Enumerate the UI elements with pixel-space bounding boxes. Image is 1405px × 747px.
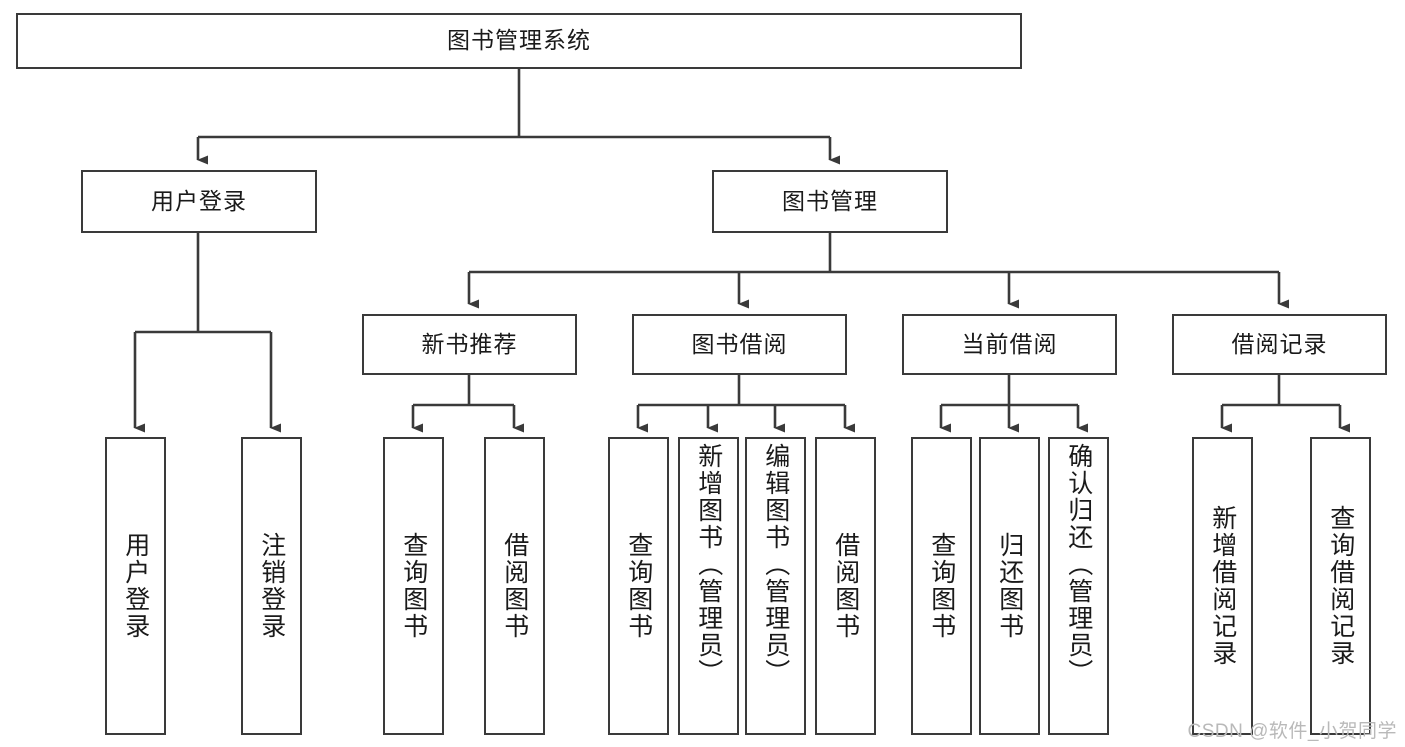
leaf-confirm-return-admin[interactable]: 确认归还（管理员） <box>1048 437 1109 735</box>
leaf-logout-label: 注销登录 <box>257 532 286 640</box>
leaf-edit-book-admin-label: 编辑图书（管理员） <box>761 443 790 686</box>
leaf-query-book-borrow-label: 查询图书 <box>624 532 653 640</box>
csdn-watermark: CSDN @软件_小贺同学 <box>1187 721 1397 742</box>
leaf-query-borrow-record[interactable]: 查询借阅记录 <box>1310 437 1371 735</box>
leaf-query-book-borrow[interactable]: 查询图书 <box>608 437 669 735</box>
node-borrow-record-label: 借阅记录 <box>1231 330 1328 357</box>
leaf-user-login[interactable]: 用户登录 <box>105 437 166 735</box>
leaf-add-book-admin[interactable]: 新增图书（管理员） <box>678 437 739 735</box>
leaf-query-book-current-label: 查询图书 <box>927 532 956 640</box>
node-user-login[interactable]: 用户登录 <box>81 170 317 233</box>
leaf-add-borrow-record-label: 新增借阅记录 <box>1208 505 1237 667</box>
leaf-confirm-return-admin-label: 确认归还（管理员） <box>1064 443 1093 686</box>
leaf-edit-book-admin[interactable]: 编辑图书（管理员） <box>745 437 806 735</box>
leaf-add-book-admin-label: 新增图书（管理员） <box>694 443 723 686</box>
leaf-user-login-label: 用户登录 <box>121 532 150 640</box>
leaf-borrow-book-recommend[interactable]: 借阅图书 <box>484 437 545 735</box>
leaf-logout[interactable]: 注销登录 <box>241 437 302 735</box>
leaf-query-borrow-record-label: 查询借阅记录 <box>1326 505 1355 667</box>
node-new-book-recommend-label: 新书推荐 <box>421 330 518 357</box>
leaf-return-book[interactable]: 归还图书 <box>979 437 1040 735</box>
node-new-book-recommend[interactable]: 新书推荐 <box>362 314 577 375</box>
node-book-management[interactable]: 图书管理 <box>712 170 948 233</box>
node-book-borrow[interactable]: 图书借阅 <box>632 314 847 375</box>
node-root-system-label: 图书管理系统 <box>447 27 591 54</box>
node-book-borrow-label: 图书借阅 <box>691 330 788 357</box>
leaf-borrow-book[interactable]: 借阅图书 <box>815 437 876 735</box>
node-current-borrow[interactable]: 当前借阅 <box>902 314 1117 375</box>
leaf-return-book-label: 归还图书 <box>995 532 1024 640</box>
node-user-login-label: 用户登录 <box>151 187 247 214</box>
leaf-query-book-recommend[interactable]: 查询图书 <box>383 437 444 735</box>
node-root-system[interactable]: 图书管理系统 <box>16 13 1022 69</box>
node-current-borrow-label: 当前借阅 <box>961 330 1058 357</box>
node-borrow-record[interactable]: 借阅记录 <box>1172 314 1387 375</box>
leaf-query-book-recommend-label: 查询图书 <box>399 532 428 640</box>
leaf-query-book-current[interactable]: 查询图书 <box>911 437 972 735</box>
leaf-add-borrow-record[interactable]: 新增借阅记录 <box>1192 437 1253 735</box>
node-book-management-label: 图书管理 <box>782 187 878 214</box>
leaf-borrow-book-recommend-label: 借阅图书 <box>500 532 529 640</box>
leaf-borrow-book-label: 借阅图书 <box>831 532 860 640</box>
